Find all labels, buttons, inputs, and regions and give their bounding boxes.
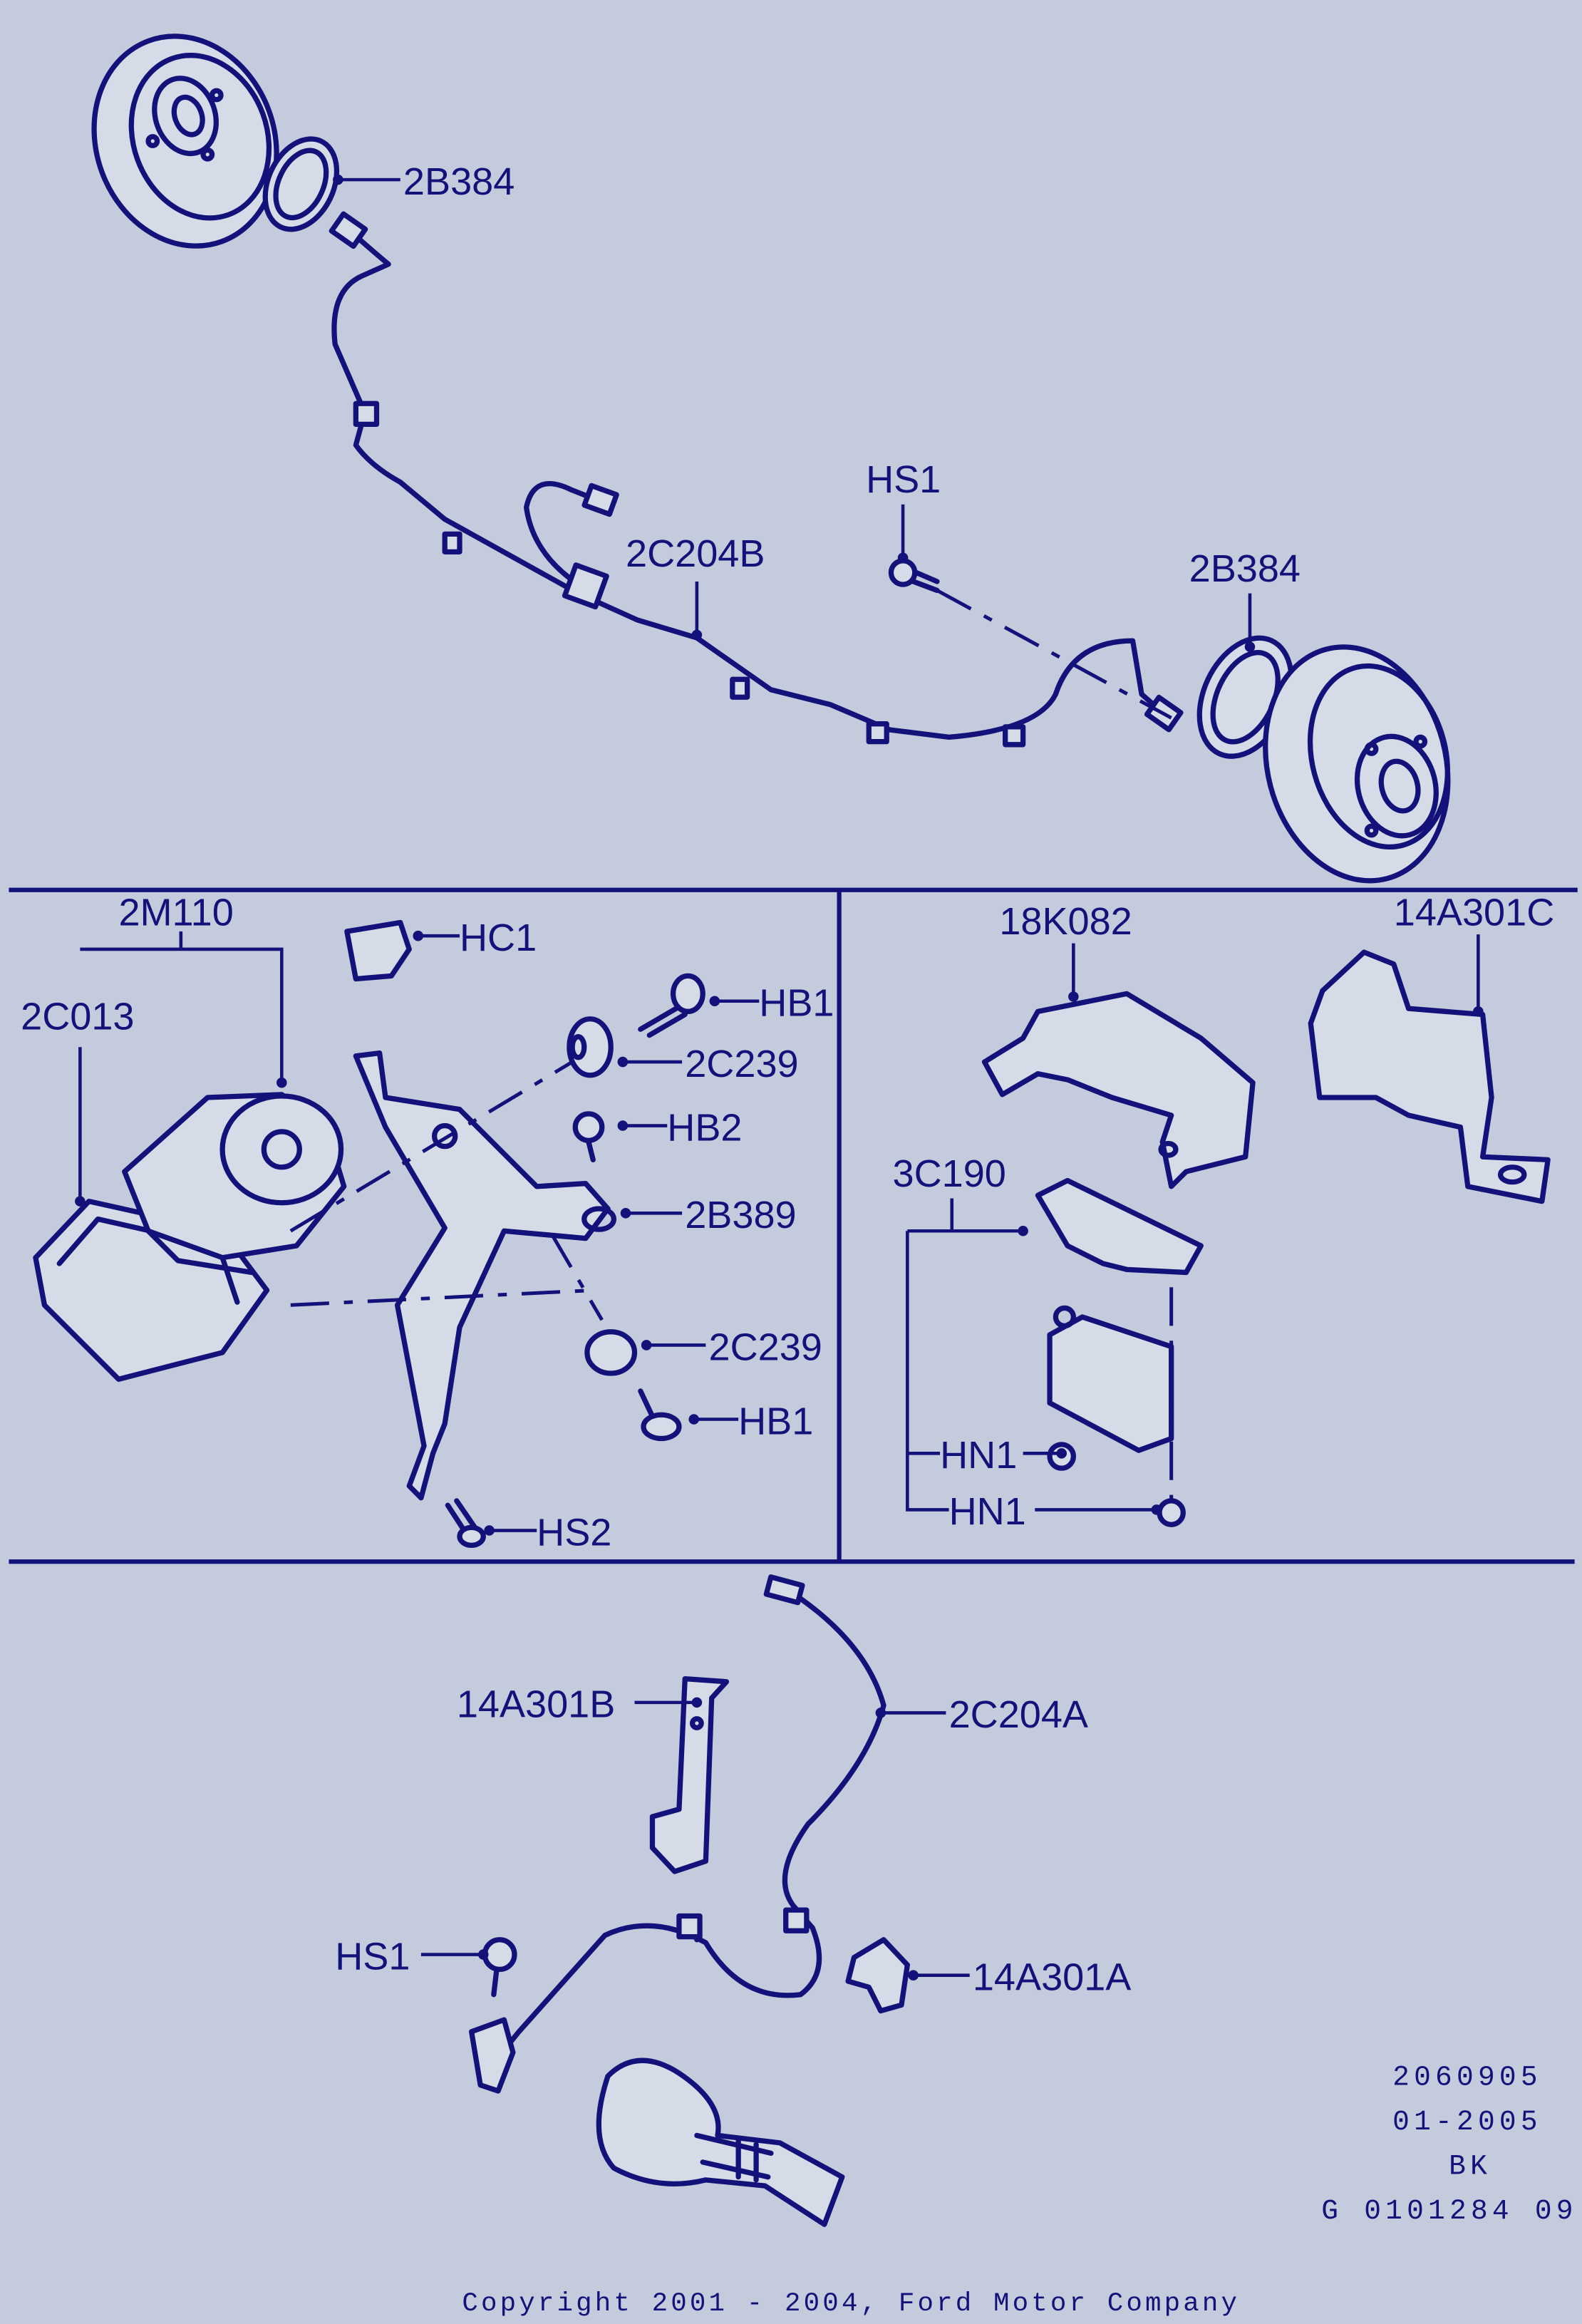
copyright-notice: Copyright 2001 - 2004, Ford Motor Compan… xyxy=(462,2289,1240,2319)
clip-hc1 xyxy=(344,919,412,982)
stud-hb1-lower xyxy=(638,1388,682,1442)
label-2b384-top-right: 2B384 xyxy=(1189,547,1301,590)
label-14a301c: 14A301C xyxy=(1394,892,1555,934)
bracket-14a301c xyxy=(1308,949,1551,1204)
bracket-14a301b xyxy=(649,1675,730,1874)
bracket-18k082 xyxy=(981,991,1256,1189)
drawing-info: 2060905 01-2005 BK G 0101284 09 xyxy=(1321,2062,1577,2227)
label-hc1: HC1 xyxy=(460,916,537,959)
bolt-hb2 xyxy=(572,1111,605,1163)
label-18k082: 18K082 xyxy=(999,900,1132,943)
bolt-hs1-bottom xyxy=(482,1937,517,1998)
part-labels: 2B384 HS1 2C204B 2B384 2M110 2C013 HC1 H… xyxy=(21,160,1554,1999)
label-2c204b: 2C204B xyxy=(626,532,765,575)
label-14a301a: 14A301A xyxy=(973,1956,1132,1999)
label-hn1-lower: HN1 xyxy=(949,1490,1026,1533)
sensor-harness-rear xyxy=(329,211,1184,748)
info-line-3: BK xyxy=(1449,2151,1491,2183)
isolator-2c239-lower xyxy=(584,1329,638,1376)
label-2c204a: 2C204A xyxy=(949,1693,1088,1736)
label-2m110: 2M110 xyxy=(118,892,233,934)
sensor-connector-bottom xyxy=(468,2017,516,2094)
front-sensor-harness xyxy=(486,1574,886,2072)
bolt-hs1-top xyxy=(888,558,940,594)
info-line-1: 2060905 xyxy=(1392,2062,1542,2094)
info-line-4: G 0101284 09 xyxy=(1321,2195,1577,2227)
leader-lines xyxy=(75,174,1484,1980)
info-line-2: 01-2005 xyxy=(1392,2106,1542,2138)
section-frames xyxy=(9,887,1578,1564)
brake-drum-left xyxy=(91,33,279,249)
label-hs1-bottom: HS1 xyxy=(335,1935,410,1978)
isolator-2c239-upper xyxy=(567,1016,614,1078)
label-3c190: 3C190 xyxy=(893,1152,1006,1195)
label-hb1-lower: HB1 xyxy=(738,1400,813,1442)
abs-hydraulic-unit xyxy=(33,1092,347,1382)
label-2b389: 2B389 xyxy=(685,1194,796,1236)
brake-drum-right xyxy=(1263,644,1451,884)
label-2c013: 2C013 xyxy=(21,995,134,1038)
bracket-14a301a xyxy=(845,1937,910,2014)
label-hn1-upper: HN1 xyxy=(940,1434,1017,1477)
label-hs2: HS2 xyxy=(537,1511,611,1554)
label-2c239-upper: 2C239 xyxy=(685,1043,798,1085)
cv-joint xyxy=(596,2057,845,2227)
label-hb1-upper: HB1 xyxy=(759,982,834,1025)
tone-ring-left xyxy=(262,136,340,232)
label-2c239-lower: 2C239 xyxy=(709,1326,822,1368)
label-hb2: HB2 xyxy=(667,1106,742,1149)
label-14a301b: 14A301B xyxy=(457,1683,616,1726)
abs-mounting-bracket xyxy=(353,1050,617,1501)
nut-hn1-lower xyxy=(1157,1498,1186,1527)
stud-hb1-upper xyxy=(638,973,705,1038)
bolt-hs2 xyxy=(445,1498,486,1548)
label-2b384-top-left: 2B384 xyxy=(403,160,515,203)
label-hs1-top: HS1 xyxy=(866,458,941,501)
control-module-3c190 xyxy=(1035,1177,1204,1453)
